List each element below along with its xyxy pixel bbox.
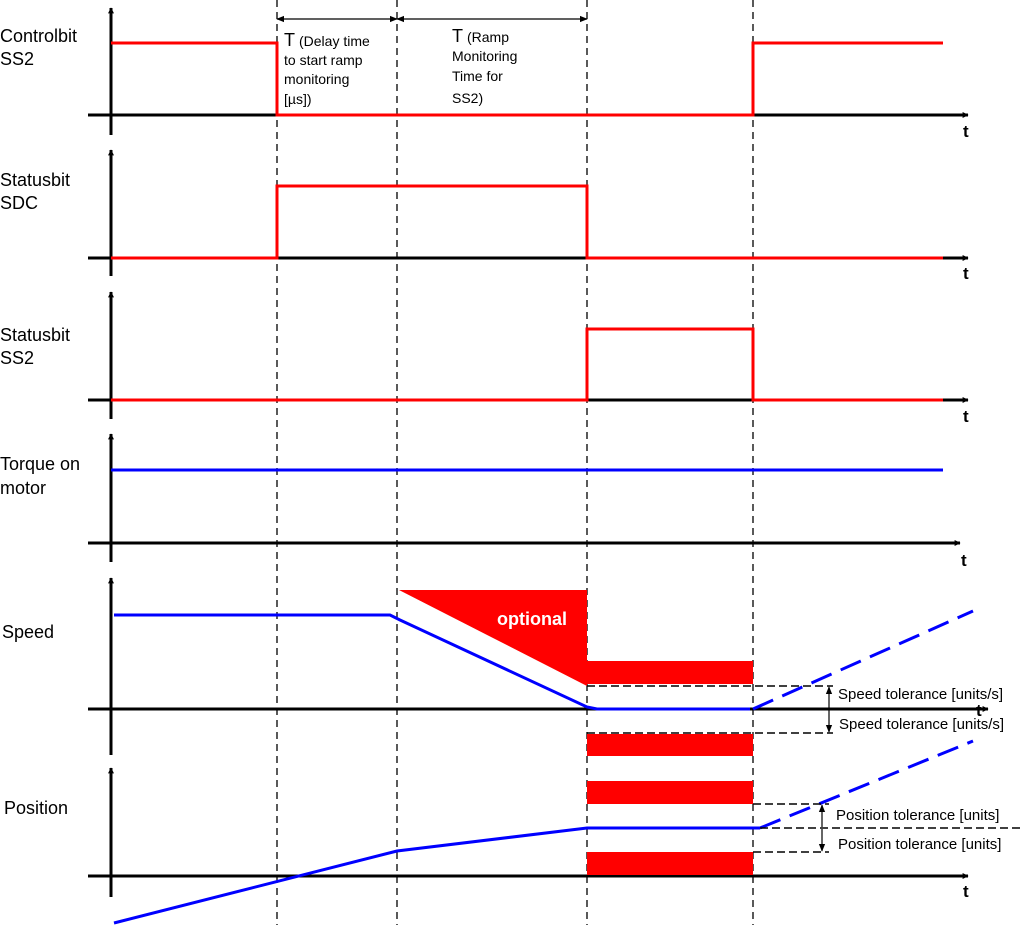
- panel-torque: Torque on motor t: [0, 433, 967, 570]
- panel-speed: Speed t optional Speed tolerance [units/…: [2, 577, 1004, 756]
- time-axis-label: t: [963, 122, 969, 141]
- panel-label-torque-2: motor: [0, 478, 46, 498]
- panel-label-statusbit-sdc-2: SDC: [0, 193, 38, 213]
- time-axis-label: t: [976, 701, 982, 720]
- panel-position: Position t Position tolerance [units] Po…: [4, 739, 1024, 925]
- panel-label-controlbit-ss2-1: Controlbit: [0, 26, 77, 46]
- panel-label-position: Position: [4, 798, 68, 818]
- panel-label-statusbit-ss2-2: SS2: [0, 348, 34, 368]
- panel-label-speed: Speed: [2, 622, 54, 642]
- position-tolerance-lower: Position tolerance [units]: [838, 836, 1001, 853]
- svg-text:T(Ramp: T(Ramp: [452, 26, 509, 46]
- delay-line-2: to start ramp: [284, 52, 363, 68]
- time-axis-label: t: [963, 407, 969, 426]
- speed-lower-band: [587, 734, 753, 756]
- delay-line-1: (Delay time: [299, 33, 370, 49]
- panel-statusbit-ss2: Statusbit SS2 t: [0, 291, 969, 426]
- time-axis-label: t: [963, 264, 969, 283]
- speed-upper-band: [587, 661, 753, 684]
- panel-label-statusbit-sdc-1: Statusbit: [0, 170, 70, 190]
- position-signal: [113, 826, 760, 925]
- speed-signal: [114, 613, 750, 711]
- position-extension: [759, 739, 974, 830]
- panel-label-torque-1: Torque on: [0, 454, 80, 474]
- ramp-line-4: SS2): [452, 90, 483, 106]
- svg-text:T(Delay time: T(Delay time: [284, 30, 370, 50]
- delay-letter: T: [284, 30, 295, 50]
- delay-line-3: monitoring: [284, 71, 349, 87]
- time-axis-label: t: [961, 551, 967, 570]
- ramp-line-1: (Ramp: [467, 29, 509, 45]
- position-upper-band: [587, 781, 753, 804]
- optional-ramp-zone: [399, 590, 587, 686]
- position-lower-band: [587, 852, 753, 875]
- speed-extension: [752, 609, 974, 711]
- speed-tolerance-upper: Speed tolerance [units/s]: [838, 686, 1003, 703]
- panel-label-controlbit-ss2-2: SS2: [0, 49, 34, 69]
- panel-label-statusbit-ss2-1: Statusbit: [0, 325, 70, 345]
- ramp-line-3: Time for: [452, 68, 503, 84]
- speed-tolerance-lower: Speed tolerance [units/s]: [839, 716, 1004, 733]
- statusbit-ss2-signal: [111, 327, 943, 402]
- delay-interval: T(Delay time to start ramp monitoring [µ…: [276, 15, 398, 107]
- time-axis-label: t: [963, 882, 969, 901]
- optional-label: optional: [497, 609, 567, 629]
- panel-controlbit-ss2: Controlbit SS2 t: [0, 7, 969, 141]
- ramp-letter: T: [452, 26, 463, 46]
- ramp-interval: T(Ramp Monitoring Time for SS2): [396, 15, 588, 106]
- panel-statusbit-sdc: Statusbit SDC t: [0, 149, 969, 283]
- statusbit-sdc-signal: [111, 184, 943, 260]
- ramp-line-2: Monitoring: [452, 48, 517, 64]
- delay-line-4: [µs]): [284, 91, 312, 107]
- timing-guides: [276, 0, 754, 925]
- controlbit-ss2-signal: [111, 41, 943, 117]
- position-tolerance-upper: Position tolerance [units]: [836, 807, 999, 824]
